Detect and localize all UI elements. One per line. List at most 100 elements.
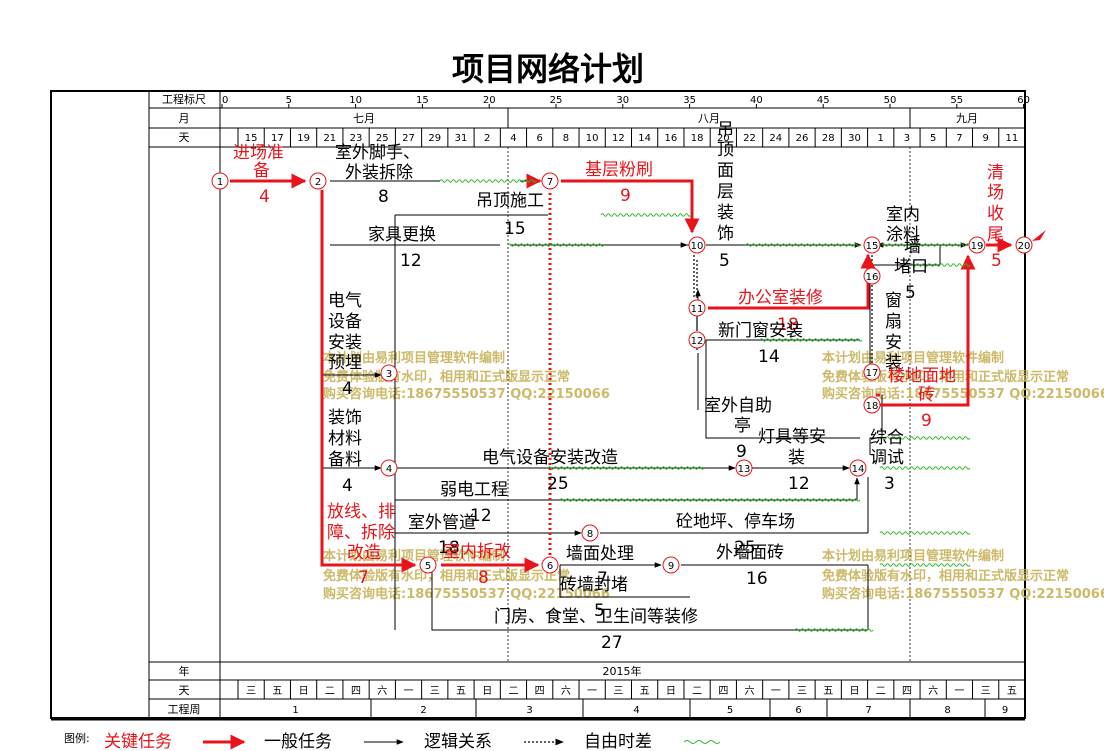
free-float-wave <box>879 563 971 567</box>
weekday-cell: 二 <box>876 686 886 697</box>
weekday-cell: 一 <box>954 686 964 697</box>
task-duration: 27 <box>601 633 623 653</box>
event-node-label: 16 <box>866 272 879 283</box>
event-node <box>863 396 881 414</box>
task-name: 障、拆除 <box>327 523 395 543</box>
day-cell: 24 <box>769 133 782 144</box>
week-cell: 6 <box>795 705 801 716</box>
scale-tick: 35 <box>683 95 696 106</box>
task-duration: 4 <box>259 187 270 207</box>
free-float-wave <box>759 338 863 342</box>
weekday-cell: 二 <box>692 686 702 697</box>
day-cell: 2 <box>484 133 490 144</box>
task-name: 亭 <box>734 416 751 436</box>
task-name: 砖墙封堵 <box>560 575 628 595</box>
task-duration: 5 <box>991 251 1002 271</box>
weekday-cell: 日 <box>482 686 492 697</box>
task-name: 安 <box>885 333 902 353</box>
task-name: 电气 <box>328 291 362 311</box>
task-name: 清 <box>987 163 1004 183</box>
task-name: 室内拆改 <box>443 542 511 562</box>
legend: 图例: 关键任务 一般任务 逻辑关系 自由时差 <box>64 731 721 751</box>
watermark-line-2: 免费体验版有水印，相用和正式版显示正常 <box>323 568 570 584</box>
logic-links <box>693 255 873 366</box>
free-float-wave <box>559 498 861 502</box>
task-name: 基层粉刷 <box>585 160 653 180</box>
task-name: 尾 <box>987 225 1004 245</box>
weekday-cell: 一 <box>404 686 414 697</box>
free-float-wave <box>879 436 971 440</box>
scale-tick: 50 <box>884 95 897 106</box>
week-cell: 9 <box>1002 705 1008 716</box>
task-name: 楼地面地 <box>888 366 956 386</box>
week-cell: 8 <box>944 705 950 716</box>
free-float-wave <box>745 243 861 247</box>
task-name: 装 <box>788 448 805 468</box>
day-cell: 3 <box>904 133 910 144</box>
task-name: 砼地坪、停车场 <box>676 512 795 532</box>
weekday-cell: 三 <box>797 686 807 697</box>
event-node <box>211 172 229 190</box>
task-duration: 4 <box>342 476 353 496</box>
task-duration: 5 <box>594 601 605 621</box>
task-name: 墙 <box>904 237 921 257</box>
weekday-cell: 二 <box>325 686 335 697</box>
task-name: 装 <box>885 353 902 373</box>
day-cell: 21 <box>323 133 336 144</box>
event-node <box>863 236 881 254</box>
task-name: 堵口 <box>894 257 928 277</box>
event-node <box>849 459 867 477</box>
weekday-cell: 六 <box>377 685 387 697</box>
weekday-cell: 三 <box>430 686 440 697</box>
footer-week-label: 工程周 <box>168 703 201 716</box>
event-node-label: 13 <box>738 464 751 475</box>
task-name: 室内 <box>886 205 920 225</box>
task-name: 放线、排 <box>327 502 395 522</box>
week-cell: 4 <box>633 705 639 716</box>
event-node-label: 12 <box>691 336 704 347</box>
task-duration: 7 <box>597 569 608 589</box>
event-node-label: 10 <box>691 241 704 252</box>
task-name: 改造 <box>347 543 381 563</box>
day-cell: 28 <box>822 133 835 144</box>
task-name: 备料 <box>328 450 362 470</box>
event-node <box>581 524 599 542</box>
task-name: 装 <box>717 203 734 223</box>
finish-flag-icon <box>1032 230 1046 241</box>
day-cell: 9 <box>982 133 988 144</box>
event-node-label: 1 <box>217 177 223 188</box>
task-duration: 9 <box>620 186 631 206</box>
day-cell: 27 <box>402 133 415 144</box>
day-cell: 6 <box>536 133 542 144</box>
task-name: 办公室装修 <box>738 288 823 308</box>
task-name: 进场准 <box>233 143 284 163</box>
free-float-wave <box>439 179 537 183</box>
year-value: 2015年 <box>603 664 642 678</box>
task-duration: 18 <box>438 538 460 558</box>
free-float-wave <box>507 243 605 247</box>
task-name: 吊顶施工 <box>476 191 544 211</box>
weekday-cell: 一 <box>587 686 597 697</box>
task-name: 室外脚手、 <box>335 143 420 163</box>
event-node-label: 9 <box>668 561 674 572</box>
event-node-label: 2 <box>315 177 321 188</box>
weekday-cell: 六 <box>745 685 755 697</box>
month-august: 八月 <box>698 112 720 125</box>
event-node-label: 19 <box>971 241 984 252</box>
day-cell: 30 <box>848 133 861 144</box>
weekday-cell: 六 <box>561 685 571 697</box>
day-cell: 31 <box>455 133 468 144</box>
legend-float-wave-icon <box>683 740 721 744</box>
task-name: 收 <box>987 204 1004 224</box>
task-name: 弱电工程 <box>440 480 508 500</box>
weekday-cell: 四 <box>351 686 361 697</box>
day-cell: 25 <box>376 133 389 144</box>
task-name: 砖 <box>918 385 935 405</box>
task-name: 电气设备安装改造 <box>482 448 618 468</box>
task-name: 涂料 <box>886 225 920 245</box>
task-duration: 3 <box>884 474 895 494</box>
day-cell: 14 <box>638 133 651 144</box>
task-name: 安装 <box>328 333 362 353</box>
